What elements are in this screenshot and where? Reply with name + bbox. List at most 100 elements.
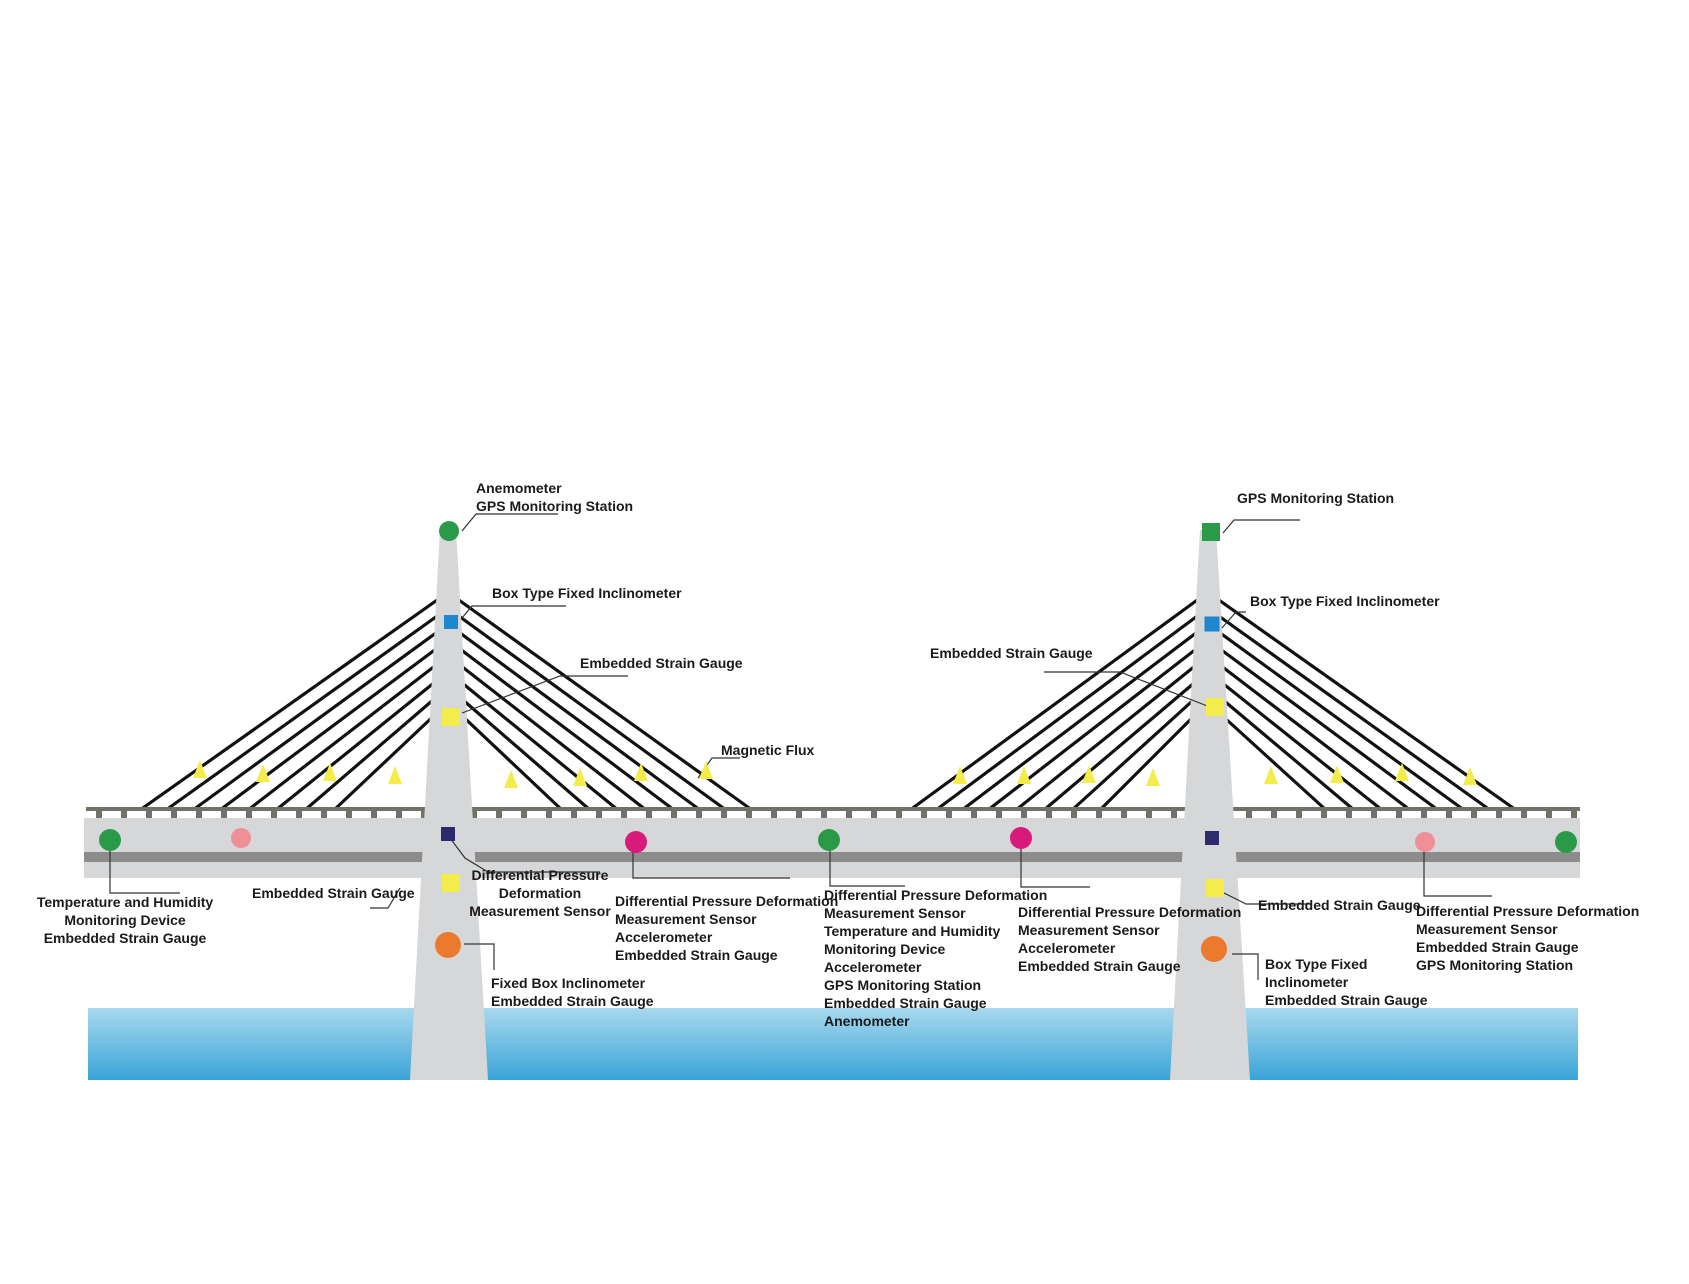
rail-post: [1171, 811, 1177, 818]
label-line: Accelerometer: [1018, 940, 1116, 956]
rail-post: [621, 811, 627, 818]
stay-cable: [1014, 660, 1202, 812]
stay-cable: [1070, 692, 1202, 812]
rail-post: [146, 811, 152, 818]
rail-post: [1421, 811, 1427, 818]
mid-span-marker: [818, 829, 840, 851]
rail-post: [871, 811, 877, 818]
label-line: Deformation: [499, 885, 581, 901]
magnetic-flux-marker: [1395, 763, 1409, 781]
stay-cable: [455, 628, 701, 812]
rail-post: [521, 811, 527, 818]
label-line: Monitoring Device: [64, 912, 186, 928]
leader-line: [829, 840, 905, 887]
rail-post: [1471, 811, 1477, 818]
label-line: Box Type Fixed Inclinometer: [1250, 593, 1440, 609]
stay-cables: [139, 596, 1517, 812]
leader-line: [461, 605, 566, 619]
pressure-sensor-marker: [441, 827, 455, 841]
label-line: Measurement Sensor: [1416, 921, 1558, 937]
stay-cable: [1215, 612, 1491, 812]
deck-railing: [96, 811, 1577, 818]
stay-cable: [1215, 644, 1439, 812]
stay-cable: [1042, 676, 1202, 812]
leader-line: [1221, 611, 1246, 629]
leader-lines: [109, 513, 1492, 980]
rail-post: [1446, 811, 1452, 818]
label-line: Measurement Sensor: [824, 905, 966, 921]
rail-post: [1246, 811, 1252, 818]
leader-line: [109, 846, 180, 894]
rail-post: [1071, 811, 1077, 818]
rail-post: [421, 811, 427, 818]
magnetic-flux-marker: [1017, 766, 1031, 784]
label-left-strain-gauge-lower: Embedded Strain Gauge: [252, 885, 415, 901]
leader-line: [1044, 671, 1211, 708]
stay-cable: [1215, 676, 1383, 812]
strain-gauge-marker: [231, 828, 251, 848]
magnetic-flux-marker: [699, 761, 713, 779]
rail-post: [646, 811, 652, 818]
sensor-markers: [99, 521, 1577, 962]
label-line: Differential Pressure Deformation: [1416, 903, 1639, 919]
fixed-box-inclinometer-marker: [435, 932, 461, 958]
rail-post: [571, 811, 577, 818]
label-line: Temperature and Humidity: [824, 923, 1001, 939]
water: [88, 1008, 1578, 1080]
rail-post: [1521, 811, 1527, 818]
magnetic-flux-marker: [634, 763, 648, 781]
magnetic-flux-marker: [953, 766, 967, 784]
strain-gauge-marker: [442, 708, 460, 726]
rail-post: [1146, 811, 1152, 818]
label-right-strain-gauge-lower: Embedded Strain Gauge: [1258, 897, 1421, 913]
label-line: Embedded Strain Gauge: [1018, 958, 1181, 974]
left-pylon: [410, 530, 488, 1080]
rail-post: [671, 811, 677, 818]
label-line: Differential Pressure Deformation: [824, 887, 1047, 903]
stay-cable: [165, 612, 441, 812]
rail-post: [371, 811, 377, 818]
stay-cable: [454, 692, 592, 812]
label-line: Accelerometer: [615, 929, 713, 945]
label-line: Measurement Sensor: [615, 911, 757, 927]
rail-post: [821, 811, 827, 818]
magnetic-flux-marker: [1330, 765, 1344, 783]
label-line: Measurement Sensor: [1018, 922, 1160, 938]
gps-station-marker: [1202, 523, 1220, 541]
label-right-strain-gauge-upper: Embedded Strain Gauge: [930, 645, 1093, 661]
magnetic-flux-marker: [388, 766, 402, 784]
label-line: Box Type Fixed: [1265, 956, 1367, 972]
rail-post: [1096, 811, 1102, 818]
label-line: Embedded Strain Gauge: [1258, 897, 1421, 913]
strain-gauge-marker: [1206, 879, 1224, 897]
label-line: Anemometer: [476, 480, 562, 496]
label-line: Differential Pressure Deformation: [615, 893, 838, 909]
rail-post: [1296, 811, 1302, 818]
label-line: Differential Pressure Deformation: [1018, 904, 1241, 920]
rail-post: [546, 811, 552, 818]
rail-post: [221, 811, 227, 818]
stay-cable: [274, 676, 442, 812]
leader-line: [632, 844, 790, 879]
label-line: Embedded Strain Gauge: [615, 947, 778, 963]
rail-post: [1496, 811, 1502, 818]
label-line: GPS Monitoring Station: [824, 977, 981, 993]
pressure-sensor-marker: [625, 831, 647, 853]
label-line: Embedded Strain Gauge: [1265, 992, 1428, 1008]
magnetic-flux-marker: [323, 763, 337, 781]
label-line: Embedded Strain Gauge: [44, 930, 207, 946]
magnetic-flux-marker: [573, 768, 587, 786]
stay-cable: [1215, 628, 1465, 812]
stay-cable: [1215, 660, 1411, 812]
magnetic-flux-marker: [504, 770, 518, 788]
rail-post: [1571, 811, 1577, 818]
label-line: Embedded Strain Gauge: [580, 655, 743, 671]
stay-cable: [1098, 708, 1202, 812]
rail-post: [746, 811, 752, 818]
label-line: Monitoring Device: [824, 941, 946, 957]
label-line: Embedded Strain Gauge: [1416, 939, 1579, 955]
